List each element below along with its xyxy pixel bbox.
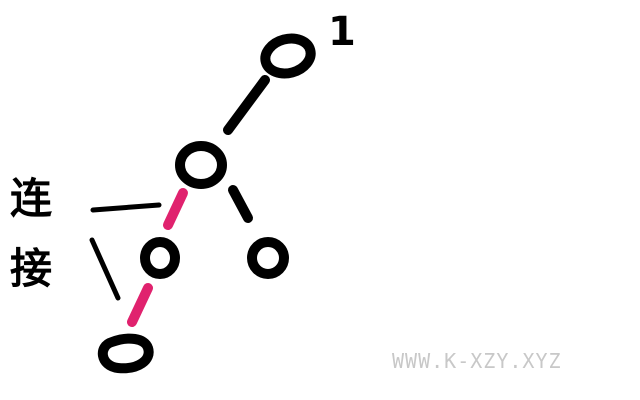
dashed-edge-left-child-to-grandchild (127, 283, 153, 327)
annotation-pointer-upper (90, 202, 162, 213)
annotation-pointer-lower (89, 237, 121, 301)
edge-middle-to-right-child (228, 185, 253, 223)
tree-node-grandchild (98, 333, 154, 374)
annotation-char-1: 连 (10, 174, 53, 223)
tree-node-middle (175, 141, 227, 189)
watermark-text: WWW.K-XZY.XYZ (392, 349, 562, 373)
edge-root-to-middle (223, 75, 270, 135)
dashed-edge-middle-to-left-child (163, 188, 188, 230)
root-node-label: 1 (328, 9, 356, 55)
tree-node-root (260, 33, 316, 79)
annotation-char-2: 接 (10, 244, 53, 293)
tree-node-left-child (140, 237, 180, 279)
tree-node-right-child (247, 237, 289, 279)
